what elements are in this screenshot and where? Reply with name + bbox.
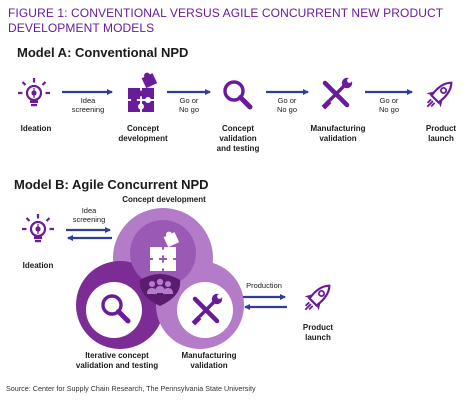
- b-label-ideation: Ideation: [23, 261, 54, 270]
- b-label-concept-development: Concept development: [122, 195, 206, 204]
- model-b-title: Model B: Agile Concurrent NPD: [14, 177, 209, 192]
- b-arrow-label-production: Production: [246, 281, 282, 290]
- b-center-people-icon: [147, 278, 173, 294]
- a-manufacturing-tools-icon: [322, 78, 353, 110]
- a-launch-rocket-icon: [419, 74, 460, 115]
- b-launch-rocket-icon: [297, 277, 338, 318]
- a-validation-magnifier-icon: [225, 82, 250, 107]
- a-label-ideation: Ideation: [21, 124, 52, 133]
- a-concept-puzzle-icon: [128, 70, 158, 112]
- source-note: Source: Center for Supply Chain Research…: [6, 384, 256, 393]
- model-a-title: Model A: Conventional NPD: [17, 45, 189, 60]
- a-ideation-lightbulb-icon: [16, 76, 52, 108]
- b-ideation-lightbulb-icon: [20, 212, 56, 244]
- figure-title: FIGURE 1: CONVENTIONAL VERSUS AGILE CONC…: [8, 6, 443, 35]
- b-circle-iterative-inner: [86, 282, 142, 338]
